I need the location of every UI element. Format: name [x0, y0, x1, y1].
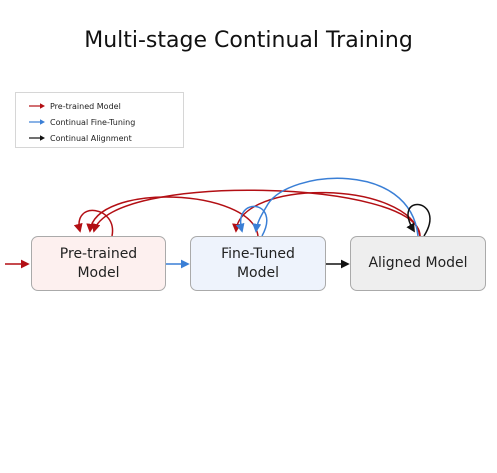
finetuned-self-loop: [235, 205, 268, 237]
legend-label-finetuning: Continual Fine-Tuning: [50, 117, 136, 127]
legend-label-pretrained: Pre-trained Model: [50, 101, 121, 111]
pretrained-model-node: Pre-trained Model: [31, 236, 166, 291]
aligned-model-node: Aligned Model: [350, 236, 486, 291]
aligned-to-finetuned-red-arrow: [232, 191, 421, 237]
aligned-self-loop: [406, 203, 431, 237]
blue-arrow-icon: [29, 119, 45, 125]
black-arrow-icon: [29, 135, 45, 141]
finetuned-to-pretrained-arrow: [86, 196, 259, 237]
aligned-to-finetuned-blue-arrow: [252, 177, 419, 237]
legend-item-pretrained: Pre-trained Model: [28, 100, 121, 112]
pretrained-self-loop: [73, 209, 114, 237]
red-arrow-icon: [29, 103, 45, 109]
aligned-model-label: Aligned Model: [368, 255, 468, 271]
finetuned-model-node: Fine-Tuned Model: [190, 236, 326, 291]
finetuned-model-label: Fine-Tuned Model: [221, 245, 295, 281]
legend-label-alignment: Continual Alignment: [50, 133, 132, 143]
diagram-title: Multi-stage Continual Training: [84, 28, 413, 53]
pretrained-model-label: Pre-trained Model: [59, 245, 138, 281]
legend-item-finetuning: Continual Fine-Tuning: [28, 116, 135, 128]
legend: Pre-trained Model Continual Fine-Tuning …: [15, 92, 184, 148]
aligned-to-pretrained-arrow: [91, 189, 421, 237]
legend-item-alignment: Continual Alignment: [28, 132, 132, 144]
